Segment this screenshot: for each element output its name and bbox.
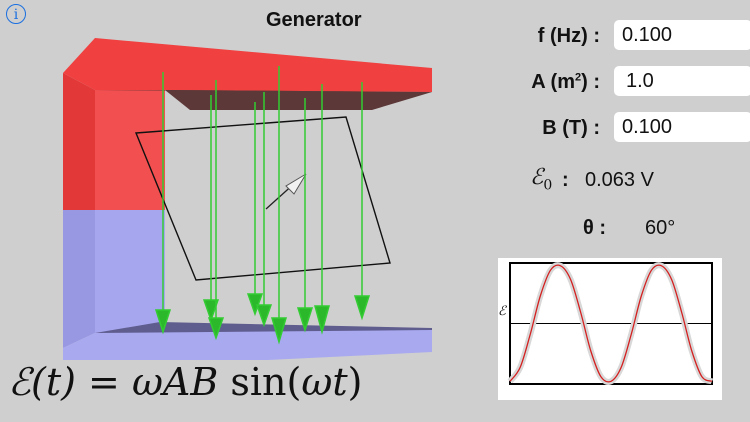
peak-emf-value: 0.063 V — [585, 169, 654, 191]
area-label: A (m2) : — [531, 71, 600, 93]
emf-formula: ℰ(t) = ωAB sin(ωt) — [8, 360, 363, 404]
emf-plot: ℰ — [498, 258, 722, 400]
peak-emf-label: ℰ0 — [530, 165, 553, 194]
peak-emf-colon: : — [562, 169, 569, 191]
coil-loop — [134, 116, 391, 281]
magnet-top-underside — [165, 90, 432, 110]
page-title: Generator — [266, 9, 362, 31]
frequency-input[interactable] — [614, 20, 750, 50]
magnet-back-top — [95, 90, 165, 210]
normal-arrow-head — [285, 173, 307, 195]
plot-ylabel: ℰ — [498, 304, 507, 319]
magnet-bottom-pole — [63, 330, 432, 360]
generator-scene — [63, 38, 432, 360]
magnet-side-bottom — [63, 210, 95, 348]
frequency-label: f (Hz) : — [537, 25, 600, 47]
area-input[interactable] — [614, 66, 750, 96]
field-input[interactable] — [614, 112, 750, 142]
magnet-top-pole — [63, 38, 432, 92]
field-lines — [154, 66, 371, 345]
plot-curve — [509, 264, 713, 383]
angle-label: θ : — [583, 217, 607, 239]
info-icon[interactable]: i — [6, 4, 26, 24]
angle-value: 60° — [645, 217, 676, 239]
field-label: B (T) : — [542, 117, 600, 139]
magnet-side-top — [63, 73, 95, 210]
magnet-back-bottom — [95, 210, 165, 333]
